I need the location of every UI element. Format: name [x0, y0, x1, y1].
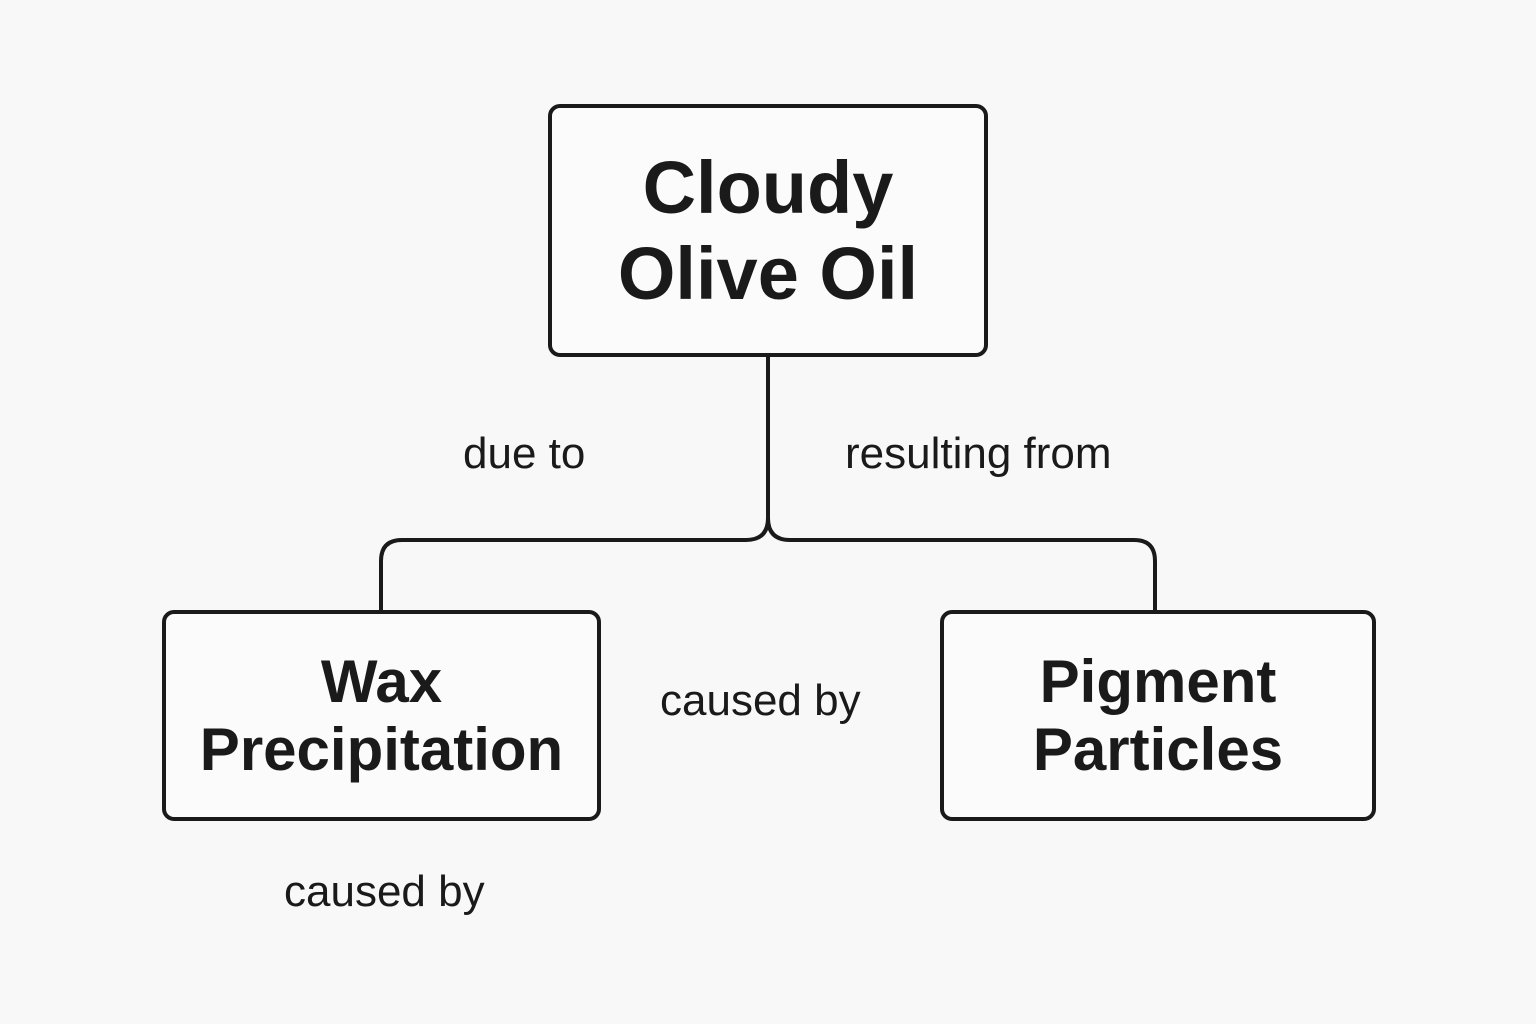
- node-wax-line1: Wax: [320, 647, 443, 715]
- node-pigment-particles: Pigment Particles: [940, 610, 1376, 821]
- node-wax-precipitation: Wax Precipitation: [162, 610, 601, 821]
- node-root-line1: Cloudy: [642, 145, 894, 229]
- connector-to-wax: [379, 517, 770, 610]
- node-cloudy-olive-oil: Cloudy Olive Oil: [548, 104, 988, 357]
- node-pigment-line2: Particles: [1032, 715, 1284, 783]
- node-wax-line2: Precipitation: [199, 715, 564, 783]
- node-pigment-line1: Pigment: [1039, 647, 1277, 715]
- node-root-line2: Olive Oil: [617, 231, 919, 315]
- edge-label-caused-by-bottom: caused by: [284, 867, 485, 916]
- edge-label-due-to: due to: [463, 429, 586, 478]
- edge-label-resulting-from: resulting from: [845, 429, 1112, 478]
- connector-to-pigment: [766, 517, 1157, 610]
- edge-label-caused-by-middle: caused by: [660, 676, 861, 725]
